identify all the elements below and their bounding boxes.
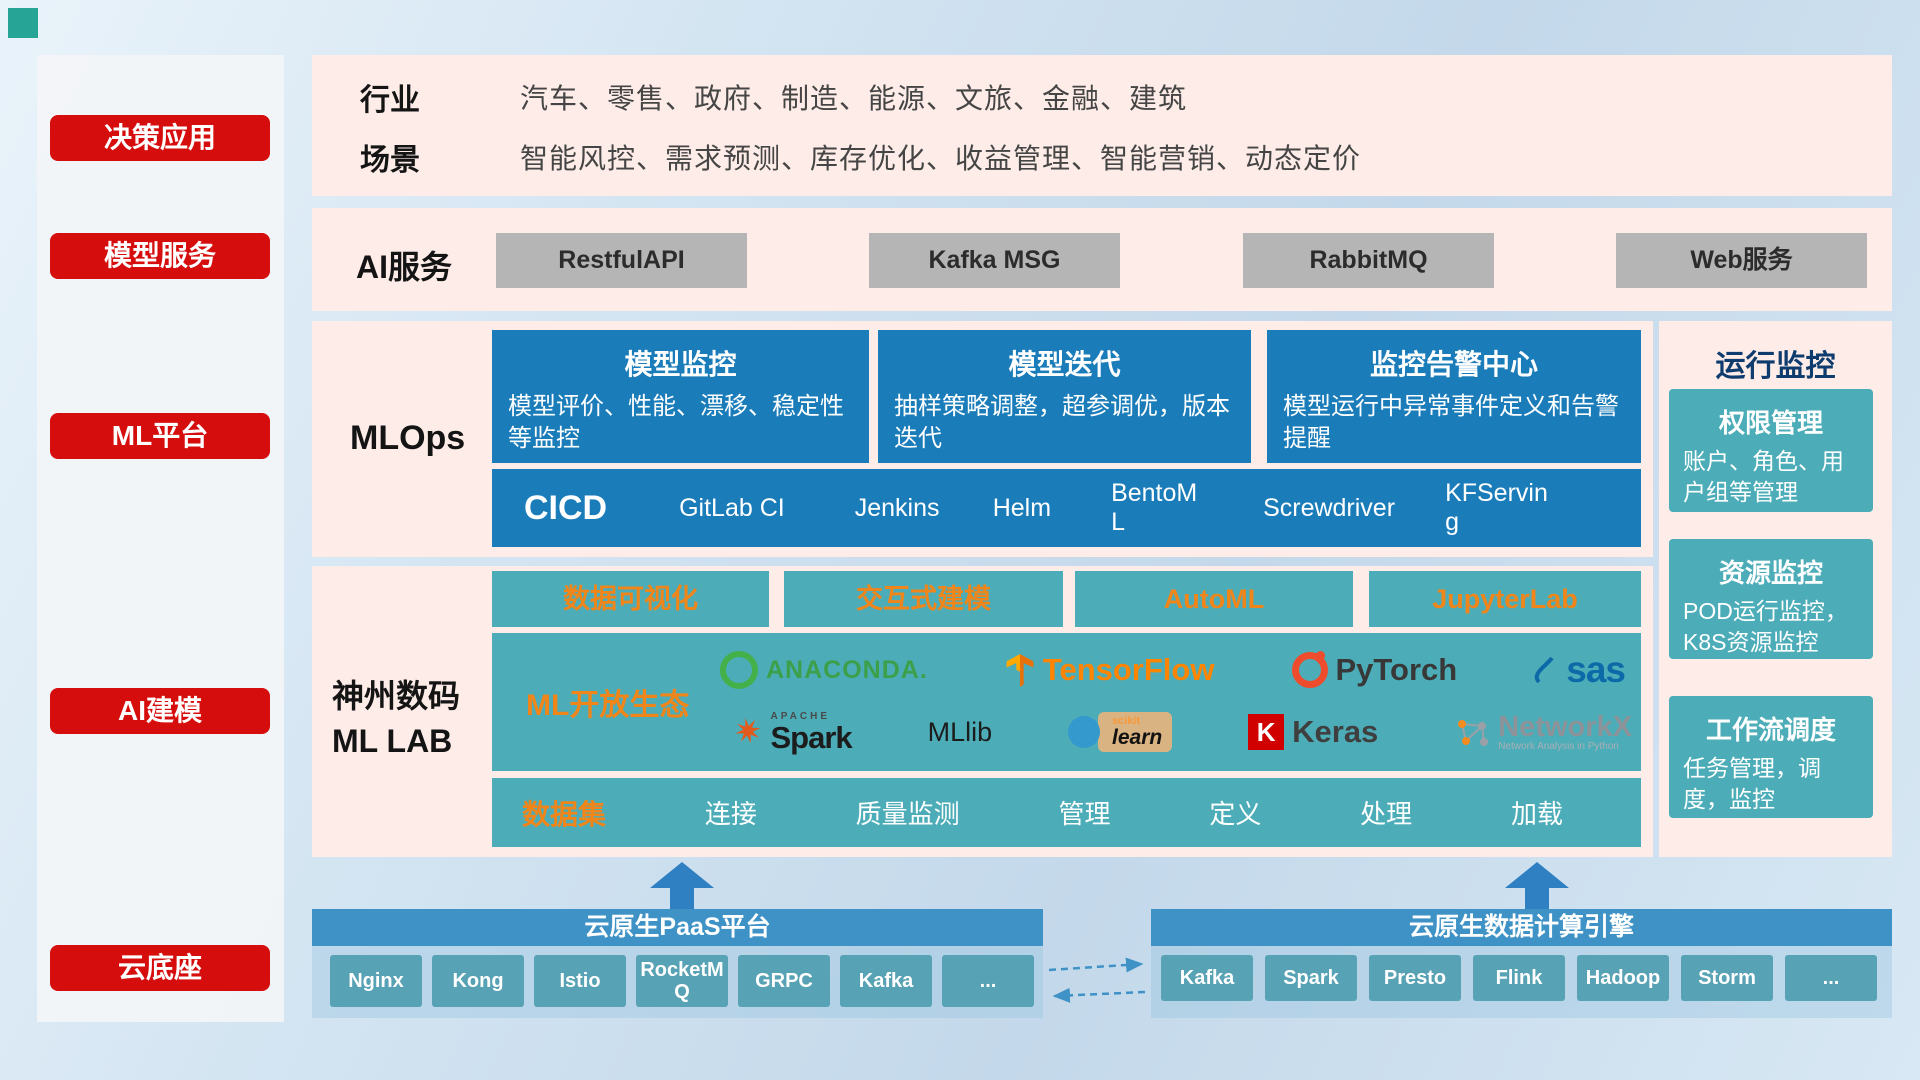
engine-chip-more: ...: [1785, 955, 1877, 1001]
ai-service-panel: AI服务 RestfulAPI Kafka MSG RabbitMQ Web服务: [312, 208, 1892, 311]
scene-label: 场景: [360, 144, 420, 177]
cicd-tool-kfserving: KFServing: [1445, 479, 1548, 536]
pytorch-icon: [1291, 651, 1328, 688]
card-desc: 模型运行中异常事件定义和告警提醒: [1283, 393, 1619, 453]
scene-list: 智能风控、需求预测、库存优化、收益管理、智能营销、动态定价: [520, 143, 1362, 174]
sidebar-item-decision-app: 决策应用: [50, 115, 270, 161]
dataset-label: 数据集: [522, 798, 607, 830]
sidebar-item-ml-platform: ML平台: [50, 413, 270, 459]
card-desc: 抽样策略调整，超参调优，版本迭代: [894, 393, 1230, 453]
sidebar-item-model-service: 模型服务: [50, 233, 270, 279]
pytorch-logo: PyTorch: [1291, 651, 1457, 688]
cicd-bar: CICD GitLab CI Jenkins Helm BentoML Scre…: [492, 469, 1641, 547]
card-title: 监控告警中心: [1369, 349, 1538, 380]
mlops-card-alert-center: 监控告警中心 模型运行中异常事件定义和告警提醒: [1267, 330, 1641, 463]
cicd-tool-jenkins: Jenkins: [854, 493, 940, 522]
mllab-label-line1: 神州数码: [332, 678, 461, 714]
card-desc: 模型评价、性能、漂移、稳定性等监控: [508, 393, 844, 453]
dataset-item-connect: 连接: [704, 799, 757, 829]
paas-chip-rocketmq: RocketMQ: [636, 955, 728, 1007]
mlops-label: MLOps: [350, 419, 466, 457]
sidebar-item-cloud-base: 云底座: [50, 945, 270, 991]
monitoring-title: 运行监控: [1715, 350, 1836, 383]
mllab-label: 神州数码 ML LAB: [332, 674, 460, 764]
anaconda-icon: [720, 651, 758, 689]
paas-header: 云原生PaaS平台: [312, 909, 1043, 946]
ml-ecosystem-box: ML开放生态 ANACONDA. TensorFlow: [492, 633, 1641, 771]
logo-row-2: ✷ APACHE Spark MLlib scikit learn: [730, 701, 1632, 763]
spark-logo: ✷ APACHE Spark: [730, 710, 852, 755]
sas-logo: sas: [1534, 649, 1626, 691]
sas-icon: [1535, 656, 1554, 684]
dataset-item-manage: 管理: [1058, 799, 1111, 829]
mlops-card-model-iteration: 模型迭代 抽样策略调整，超参调优，版本迭代: [878, 330, 1251, 463]
keras-logo: K Keras: [1248, 714, 1378, 750]
card-title: 模型迭代: [1008, 349, 1121, 380]
scikit-learn-icon: [1068, 716, 1101, 748]
dataset-item-define: 定义: [1209, 799, 1262, 829]
monitoring-card-workflow: 工作流调度 任务管理，调度，监控: [1669, 696, 1873, 818]
engine-chip-presto: Presto: [1369, 955, 1461, 1001]
anaconda-logo: ANACONDA.: [720, 651, 928, 689]
dataset-item-load: 加载: [1510, 799, 1563, 829]
dataset-item-process: 处理: [1360, 799, 1413, 829]
mllab-label-line2: ML LAB: [332, 722, 453, 759]
service-chip-kafka-msg: Kafka MSG: [869, 233, 1120, 288]
dataset-item-quality: 质量监测: [855, 799, 960, 829]
engine-header: 云原生数据计算引擎: [1151, 909, 1892, 946]
sidebar: 决策应用 模型服务 ML平台 AI建模 云底座: [37, 55, 284, 1022]
mlops-panel: MLOps 模型监控 模型评价、性能、漂移、稳定性等监控 模型迭代 抽样策略调整…: [312, 321, 1653, 557]
mllib-logo: MLlib: [927, 716, 993, 747]
paas-chip-kong: Kong: [432, 955, 524, 1007]
card-title: 模型监控: [624, 349, 737, 380]
sidebar-item-ai-modeling: AI建模: [50, 688, 270, 734]
industry-label: 行业: [360, 84, 420, 117]
service-chip-restfulapi: RestfulAPI: [496, 233, 747, 288]
ai-service-label: AI服务: [356, 249, 453, 285]
cicd-tool-bentoml: BentoML: [1111, 479, 1198, 536]
cicd-tool-screwdriver: Screwdriver: [1263, 493, 1396, 522]
tensorflow-icon: [1006, 653, 1034, 687]
tensorflow-logo: TensorFlow: [1005, 652, 1214, 688]
up-arrow-left: [650, 862, 714, 909]
ecosystem-logos: ANACONDA. TensorFlow PyTorch: [720, 639, 1632, 763]
cicd-tool-helm: Helm: [992, 493, 1052, 522]
engine-chip-hadoop: Hadoop: [1577, 955, 1669, 1001]
monitoring-card-resources: 资源监控 POD运行监控，K8S资源监控: [1669, 539, 1873, 659]
scikit-learn-logo: scikit learn: [1068, 712, 1173, 752]
industry-list: 汽车、零售、政府、制造、能源、文旅、金融、建筑: [520, 83, 1188, 114]
dashed-arrows: [1048, 957, 1146, 1003]
mltool-chip-data-viz: 数据可视化: [492, 571, 769, 627]
paas-chip-kafka: Kafka: [840, 955, 932, 1007]
engine-chip-flink: Flink: [1473, 955, 1565, 1001]
mltool-chip-jupyterlab: JupyterLab: [1369, 571, 1641, 627]
engine-chip-kafka: Kafka: [1161, 955, 1253, 1001]
networkx-icon: [1458, 720, 1489, 746]
mlops-card-model-monitor: 模型监控 模型评价、性能、漂移、稳定性等监控: [492, 330, 869, 463]
service-chip-web: Web服务: [1616, 233, 1867, 288]
logo-row-1: ANACONDA. TensorFlow PyTorch: [720, 639, 1626, 701]
cicd-label: CICD: [524, 488, 608, 527]
paas-chip-nginx: Nginx: [330, 955, 422, 1007]
engine-chip-spark: Spark: [1265, 955, 1357, 1001]
paas-chip-more: ...: [942, 955, 1034, 1007]
industry-panel: 行业 汽车、零售、政府、制造、能源、文旅、金融、建筑 场景 智能风控、需求预测、…: [312, 55, 1892, 196]
paas-chip-grpc: GRPC: [738, 955, 830, 1007]
networkx-logo: NetworkX Network Analysis in Python: [1454, 711, 1632, 753]
monitoring-card-permissions: 权限管理 账户、角色、用户组等管理: [1669, 389, 1873, 512]
up-arrow-right: [1505, 862, 1569, 909]
corner-accent: [8, 8, 38, 38]
mltool-chip-interactive: 交互式建模: [784, 571, 1063, 627]
monitoring-panel: 运行监控 权限管理 账户、角色、用户组等管理 资源监控 POD运行监控，K8S资…: [1659, 321, 1892, 857]
mltool-chip-automl: AutoML: [1075, 571, 1353, 627]
ml-ecosystem-label: ML开放生态: [526, 689, 690, 722]
paas-chip-istio: Istio: [534, 955, 626, 1007]
keras-icon: K: [1248, 714, 1285, 750]
mllab-panel: 神州数码 ML LAB 数据可视化 交互式建模 AutoML JupyterLa…: [312, 566, 1653, 857]
spark-icon: ✷: [730, 710, 767, 754]
dataset-bar: 数据集 连接 质量监测 管理 定义 处理 加载: [492, 778, 1641, 847]
engine-chip-storm: Storm: [1681, 955, 1773, 1001]
cicd-tool-gitlab-ci: GitLab CI: [679, 493, 785, 522]
service-chip-rabbitmq: RabbitMQ: [1243, 233, 1494, 288]
